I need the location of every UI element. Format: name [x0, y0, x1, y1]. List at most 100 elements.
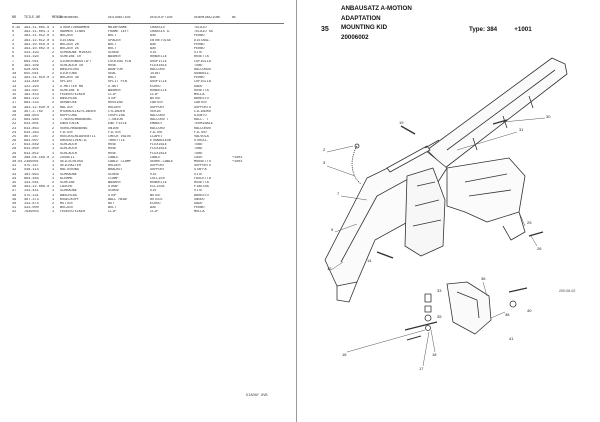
- table-cell: BOLT: [108, 42, 117, 47]
- table-cell: BOLT: [108, 206, 117, 211]
- table-cell: ZUGSEIL: [60, 155, 75, 160]
- table-cell: 383.10.010.0: [24, 42, 50, 47]
- table-cell: 475.147: [24, 164, 39, 169]
- callout-12: 12: [327, 266, 332, 271]
- table-cell: CABLE: [108, 155, 119, 160]
- table-cell: CLAPET: [150, 134, 163, 139]
- footer-code: DIADNY 8VB: [246, 394, 268, 398]
- table-cell: 1: [52, 122, 55, 127]
- callout-36: 36: [481, 276, 486, 281]
- table-cell: STOP: [108, 193, 117, 198]
- table-cell: ROSETTA: [194, 180, 209, 185]
- table-cell: RACCORD: [150, 67, 165, 72]
- washer-2: [509, 300, 517, 308]
- cable-eye: [354, 143, 360, 149]
- table-cell: SCREW: [108, 172, 119, 177]
- table-cell: MUTTER: [60, 201, 73, 206]
- table-cell: 2365001: [24, 160, 39, 164]
- header-designation: DESIGNATION: [108, 16, 131, 20]
- table-cell: ECROU: [150, 84, 161, 89]
- boom-beam-edge: [446, 69, 556, 151]
- table-cell: PIASTRA: [194, 185, 209, 190]
- callout-numbers: 2 3 7 9 12 16 18 17 36 38 25 26 30 31 40…: [323, 114, 551, 371]
- table-cell: BOLT: [108, 34, 117, 39]
- table-cell: 40: [12, 201, 17, 206]
- table-cell: VITE: [194, 51, 203, 56]
- table-cell: 25: [12, 134, 17, 139]
- table-cell: 143.874: [24, 201, 39, 206]
- washer-1: [424, 314, 432, 322]
- table-cell: RAHMEN LINKS: [60, 30, 86, 35]
- table-cell: AXE: [150, 42, 157, 47]
- table-cell: RACCORDO: [194, 67, 211, 72]
- table-cell: SCREW: [108, 51, 119, 56]
- exploded-view-drawing: 2 3 7 9 12 16 18 17 36 38 25 26 30 31 40…: [323, 57, 575, 371]
- pin-1: [376, 251, 394, 259]
- table-cell: 33: [12, 172, 17, 177]
- title-block: ANBAUSATZ A-MOTION ADAPTATION MOUNTING K…: [341, 4, 412, 42]
- table-cell: BOLZEN: [60, 206, 73, 211]
- table-cell: 35: [12, 180, 17, 185]
- table-cell: BALL HEAD: [108, 197, 127, 202]
- table-cell: VIS: [150, 189, 157, 194]
- table-cell: AXE: [150, 34, 157, 39]
- table-cell: LASCHE: [60, 185, 73, 190]
- parts-table-header: NR TEILE-NR MENGE BENENNUNG DESIGNATION …: [12, 16, 282, 20]
- table-cell: NUT: [108, 201, 115, 206]
- table-cell: SNODO: [194, 197, 205, 202]
- table-cell: T-VERSCHRAUBUNG: [60, 118, 92, 123]
- callout-25: 25: [527, 220, 532, 225]
- table-cell: 1: [52, 189, 55, 194]
- table-cell: ARRESTO: [194, 97, 209, 102]
- table-cell: PERNO: [194, 42, 205, 47]
- table-cell: 1: [52, 139, 55, 144]
- bottom-bolt: [404, 321, 438, 331]
- table-cell: CARTER: [194, 101, 207, 106]
- table-cell: GEHAEUSE: [60, 101, 77, 106]
- table-cell: 2: [52, 101, 55, 106]
- table-cell: 20: [12, 113, 17, 118]
- callout-18: 18: [432, 352, 437, 357]
- table-cell: 27: [12, 143, 17, 148]
- table-cell: ARRESTO: [194, 193, 209, 198]
- header-german: BENENNUNG: [60, 16, 79, 20]
- table-cell: ENDSTUECK: [60, 122, 79, 127]
- table-cell: 34: [12, 176, 17, 181]
- main-frame-right: [446, 157, 526, 223]
- table-cell: ROTULE: [150, 197, 163, 202]
- type-text: Type: 384: [469, 26, 498, 33]
- table-cell: HYDRAULIKZYLINDER: [60, 109, 96, 114]
- table-cell: 664.041: [24, 59, 39, 64]
- table-cell: 14: [12, 88, 17, 93]
- table-cell: BUTEE: [150, 193, 161, 198]
- table-cell: 5: [12, 51, 15, 56]
- table-cell: 0.35: [12, 26, 21, 30]
- callout-26: 26: [537, 246, 542, 251]
- table-cell: 1: [52, 118, 55, 123]
- table-cell: 928.901: [24, 67, 39, 72]
- table-cell: BUTEE: [150, 97, 161, 102]
- table-cell: TUBO: [194, 151, 203, 156]
- table-cell: 1: [52, 109, 55, 114]
- table-cell: SUPPORT: [150, 164, 165, 169]
- callout-17: 17: [419, 366, 424, 371]
- table-cell: ROSETTA: [194, 88, 209, 93]
- table-cell: ANSCHLAG: [60, 97, 77, 102]
- table-cell: 475.131: [24, 193, 39, 198]
- table-cell: 181.663: [24, 172, 39, 177]
- spacer-1: [424, 293, 432, 303]
